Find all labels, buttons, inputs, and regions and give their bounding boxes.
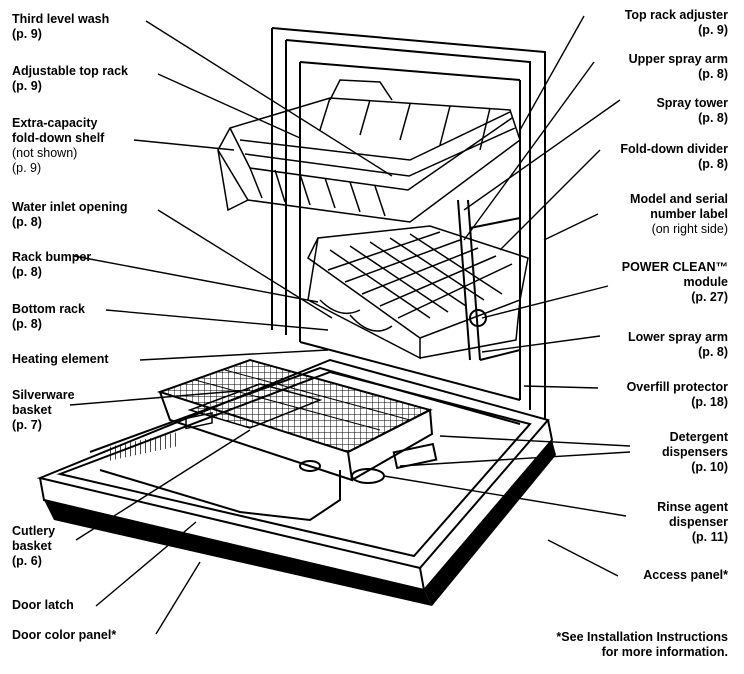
label-title: Adjustable top rack <box>12 64 128 78</box>
label-title: Heating element <box>12 352 109 366</box>
label-page: (p. 9) <box>698 23 728 37</box>
label-title: POWER CLEAN™ <box>621 260 728 274</box>
top-rack <box>217 79 521 223</box>
label-rinse-agent: Rinse agent dispenser (p. 11) <box>657 500 728 545</box>
label-fold-down-shelf: Extra-capacity fold-down shelf (not show… <box>12 116 104 176</box>
spray-tower <box>457 199 521 361</box>
label-page: (p. 8) <box>698 111 728 125</box>
label-title-2: dispenser <box>668 515 728 529</box>
control-vents <box>110 412 213 461</box>
label-page: (p. 8) <box>12 265 42 279</box>
label-title-1: Detergent <box>669 430 728 444</box>
label-page: (p. 18) <box>691 395 728 409</box>
label-page: (p. 9) <box>12 27 42 41</box>
dispensers <box>299 442 438 484</box>
label-title: Lower spray arm <box>627 330 728 344</box>
label-bottom-rack: Bottom rack (p. 8) <box>12 302 85 332</box>
label-title: Overfill protector <box>626 380 728 394</box>
label-sub: module <box>683 275 728 289</box>
label-page: (p. 8) <box>698 345 728 359</box>
label-page: (p. 8) <box>698 157 728 171</box>
label-lower-spray-arm: Lower spray arm (p. 8) <box>628 330 728 360</box>
label-title-2: basket <box>12 403 52 417</box>
bottom-rack <box>307 225 529 360</box>
footnote-line-1: *See Installation Instructions <box>556 630 728 644</box>
label-upper-spray-arm: Upper spray arm (p. 8) <box>629 52 728 82</box>
tub <box>271 27 546 420</box>
label-silverware-basket: Silverware basket (p. 7) <box>12 388 75 433</box>
label-title: Access panel* <box>643 568 728 582</box>
access-panel-shape <box>424 440 556 606</box>
cutlery-basket <box>187 383 323 429</box>
label-door-color-panel: Door color panel* <box>12 628 116 643</box>
label-title-2: number label <box>650 207 728 221</box>
label-heating-element: Heating element <box>12 352 109 367</box>
label-title: Bottom rack <box>12 302 85 316</box>
label-title: Door color panel* <box>12 628 117 642</box>
label-page: (p. 7) <box>12 418 42 432</box>
label-title-1: Extra-capacity <box>12 116 98 130</box>
label-water-inlet: Water inlet opening (p. 8) <box>12 200 128 230</box>
footnote: *See Installation Instructions for more … <box>556 630 728 660</box>
label-access-panel: Access panel* <box>643 568 728 583</box>
label-title-1: Cutlery <box>12 524 56 538</box>
label-page: (p. 11) <box>691 530 728 544</box>
label-page: (p. 9) <box>12 161 42 175</box>
footnote-line-2: for more information. <box>601 645 728 659</box>
label-rack-bumper: Rack bumper (p. 8) <box>12 250 91 280</box>
label-fold-down-divider: Fold-down divider (p. 8) <box>620 142 728 172</box>
label-title: Spray tower <box>656 96 728 110</box>
label-title: Third level wash <box>12 12 110 26</box>
label-spray-tower: Spray tower (p. 8) <box>656 96 728 126</box>
label-power-clean: POWER CLEAN™ module (p. 27) <box>622 260 728 305</box>
label-top-rack-adjuster: Top rack adjuster (p. 9) <box>625 8 728 38</box>
label-title-2: basket <box>12 539 52 553</box>
label-page: (p. 8) <box>12 317 42 331</box>
label-door-latch: Door latch <box>12 598 74 613</box>
label-page: (p. 27) <box>691 290 728 304</box>
label-title-1: Model and serial <box>630 192 728 206</box>
door-color-panel-shape <box>44 500 432 606</box>
label-adjustable-top-rack: Adjustable top rack (p. 9) <box>12 64 128 94</box>
label-title: Rack bumper <box>12 250 92 264</box>
label-title: Fold-down divider <box>620 142 728 156</box>
label-page: (p. 8) <box>698 67 728 81</box>
label-page: (p. 10) <box>691 460 728 474</box>
label-page: (p. 9) <box>12 79 42 93</box>
label-title-1: Silverware <box>12 388 75 402</box>
label-title-1: Rinse agent <box>657 500 728 514</box>
label-title: Upper spray arm <box>628 52 728 66</box>
label-third-level-wash: Third level wash (p. 9) <box>12 12 109 42</box>
label-cutlery-basket: Cutlery basket (p. 6) <box>12 524 55 569</box>
label-title: Top rack adjuster <box>624 8 728 22</box>
label-note: (on right side) <box>651 222 728 236</box>
label-title-2: fold-down shelf <box>12 131 105 145</box>
label-model-serial: Model and serial number label (on right … <box>630 192 728 237</box>
leader-lines <box>69 15 631 635</box>
label-page: (p. 6) <box>12 554 42 568</box>
label-title: Door latch <box>12 598 74 612</box>
label-title: Water inlet opening <box>12 200 128 214</box>
label-detergent-dispensers: Detergent dispensers (p. 10) <box>662 430 728 475</box>
label-overfill-protector: Overfill protector (p. 18) <box>627 380 728 410</box>
label-page: (p. 8) <box>12 215 42 229</box>
label-title-2: dispensers <box>661 445 728 459</box>
label-note: (not shown) <box>12 146 78 160</box>
